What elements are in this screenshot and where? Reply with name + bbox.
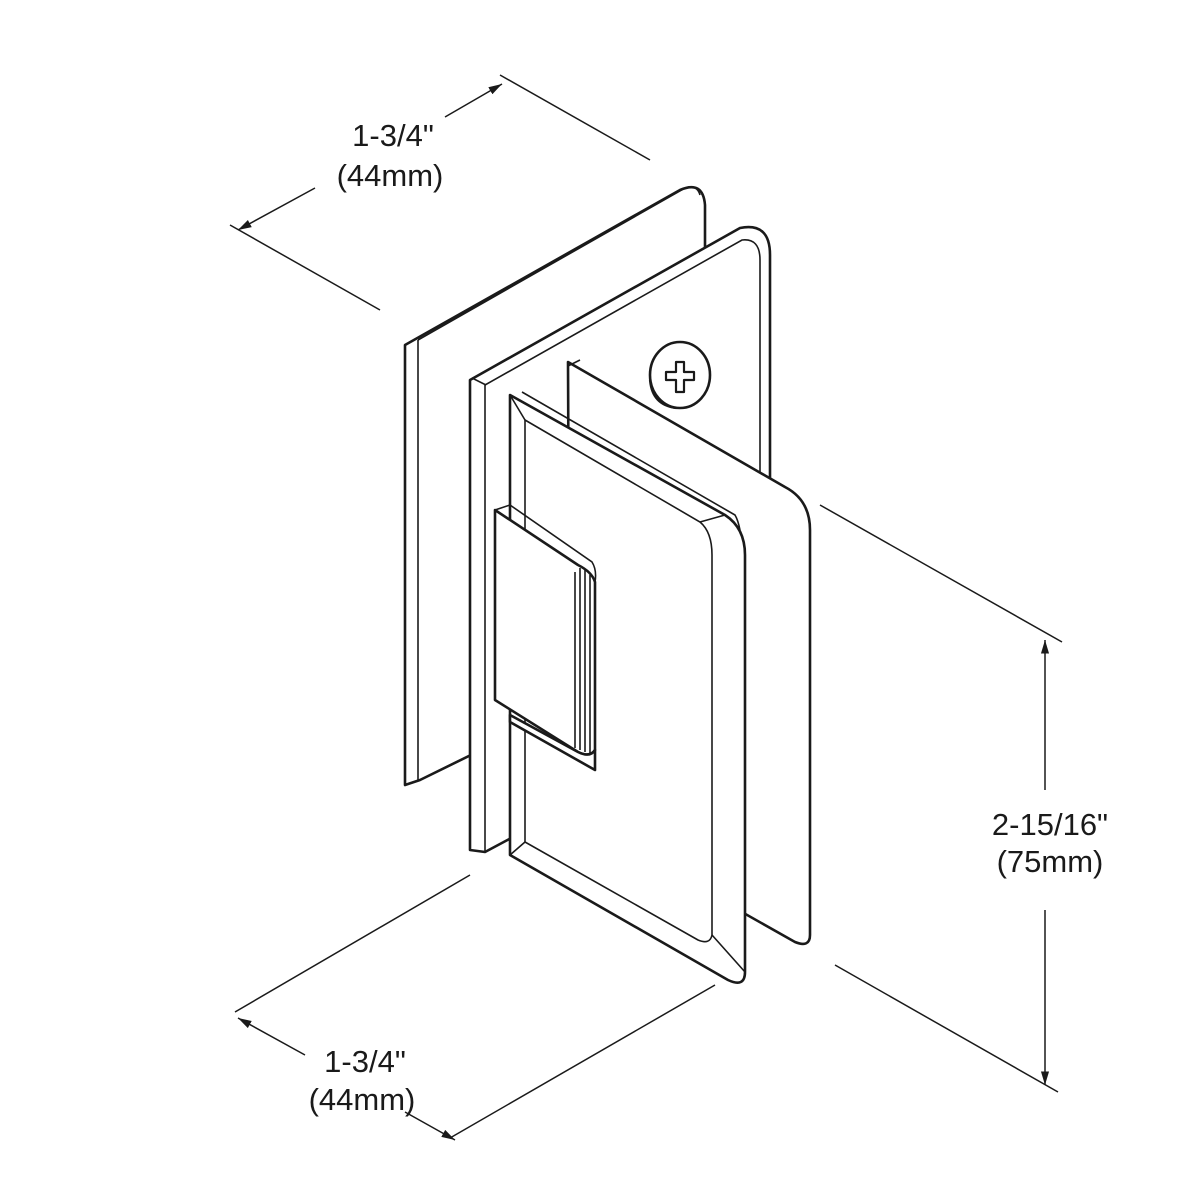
dimension-line bbox=[404, 1111, 456, 1141]
extension-line bbox=[234, 874, 471, 1013]
dimension-line bbox=[237, 1017, 306, 1056]
height-dimension: 2-15/16" (75mm) bbox=[819, 504, 1108, 1093]
top-dimension: 1-3/4" (44mm) bbox=[229, 74, 651, 311]
dimension-line bbox=[237, 187, 316, 231]
phillips-cross-icon bbox=[664, 360, 696, 394]
front-plate bbox=[508, 391, 747, 984]
bottom-dimension: 1-3/4" (44mm) bbox=[234, 874, 716, 1141]
dimension-line bbox=[444, 83, 503, 118]
top-width-metric: (44mm) bbox=[337, 158, 444, 193]
bottom-width-imperial: 1-3/4" bbox=[324, 1044, 406, 1079]
extension-line bbox=[499, 74, 651, 161]
top-width-imperial: 1-3/4" bbox=[352, 118, 434, 153]
extension-line bbox=[834, 964, 1059, 1093]
height-metric: (75mm) bbox=[997, 844, 1104, 879]
extension-line bbox=[229, 224, 381, 311]
hinge-knuckle bbox=[493, 504, 597, 772]
height-imperial: 2-15/16" bbox=[992, 807, 1108, 842]
extension-line bbox=[819, 504, 1063, 643]
bottom-width-metric: (44mm) bbox=[309, 1082, 416, 1117]
screw-icon bbox=[648, 340, 712, 410]
extension-line bbox=[449, 984, 716, 1139]
